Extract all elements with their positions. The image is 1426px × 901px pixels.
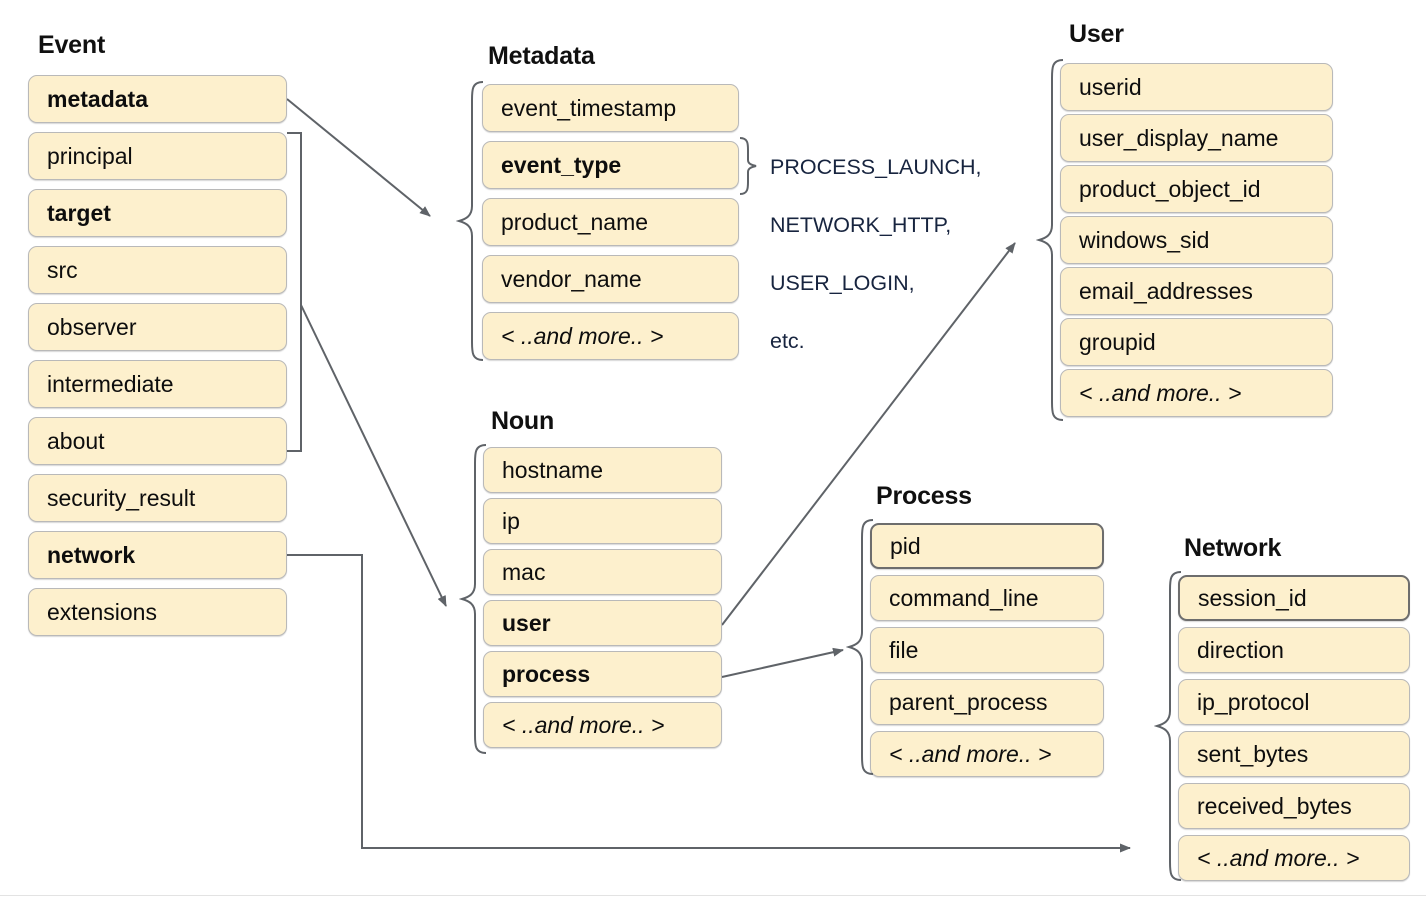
- field-event-principal[interactable]: principal: [28, 132, 287, 180]
- field-user-email-addresses[interactable]: email_addresses: [1060, 267, 1333, 315]
- field-event-network[interactable]: network: [28, 531, 287, 579]
- field-network-ip-protocol[interactable]: ip_protocol: [1178, 679, 1410, 725]
- field-noun-hostname[interactable]: hostname: [483, 447, 722, 493]
- field-noun-and-more[interactable]: < ..and more.. >: [483, 702, 722, 748]
- field-metadata-product-name[interactable]: product_name: [482, 198, 739, 246]
- field-process-pid[interactable]: pid: [870, 523, 1104, 569]
- field-event-extensions[interactable]: extensions: [28, 588, 287, 636]
- field-network-sent-bytes[interactable]: sent_bytes: [1178, 731, 1410, 777]
- group-title-event: Event: [38, 31, 106, 59]
- field-network-and-more[interactable]: < ..and more.. >: [1178, 835, 1410, 881]
- field-noun-mac[interactable]: mac: [483, 549, 722, 595]
- field-process-and-more[interactable]: < ..and more.. >: [870, 731, 1104, 777]
- connector-noun-process: [721, 647, 844, 678]
- annotation-event-type-values: PROCESS_LAUNCH, NETWORK_HTTP, USER_LOGIN…: [770, 153, 981, 356]
- group-title-user: User: [1069, 20, 1124, 48]
- field-noun-ip[interactable]: ip: [483, 498, 722, 544]
- field-network-session-id[interactable]: session_id: [1178, 575, 1410, 621]
- group-title-noun: Noun: [491, 407, 555, 435]
- field-user-product-object-id[interactable]: product_object_id: [1060, 165, 1333, 213]
- field-metadata-and-more[interactable]: < ..and more.. >: [482, 312, 739, 360]
- annotation-line-3: USER_LOGIN,: [770, 271, 915, 295]
- field-user-and-more[interactable]: < ..and more.. >: [1060, 369, 1333, 417]
- field-process-file[interactable]: file: [870, 627, 1104, 673]
- field-event-observer[interactable]: observer: [28, 303, 287, 351]
- group-title-process: Process: [876, 482, 972, 510]
- field-metadata-event-timestamp[interactable]: event_timestamp: [482, 84, 739, 132]
- field-noun-user[interactable]: user: [483, 600, 722, 646]
- group-title-network: Network: [1184, 534, 1282, 562]
- field-process-parent-process[interactable]: parent_process: [870, 679, 1104, 725]
- field-user-user-display-name[interactable]: user_display_name: [1060, 114, 1333, 162]
- connector-noun-user: [721, 242, 1016, 626]
- field-event-about[interactable]: about: [28, 417, 287, 465]
- field-metadata-event-type[interactable]: event_type: [482, 141, 739, 189]
- field-metadata-vendor-name[interactable]: vendor_name: [482, 255, 739, 303]
- field-network-direction[interactable]: direction: [1178, 627, 1410, 673]
- connector-event-noun: [300, 304, 447, 607]
- annotation-line-4: etc.: [770, 329, 805, 353]
- group-title-metadata: Metadata: [488, 42, 595, 70]
- field-network-received-bytes[interactable]: received_bytes: [1178, 783, 1410, 829]
- field-event-metadata[interactable]: metadata: [28, 75, 287, 123]
- field-user-userid[interactable]: userid: [1060, 63, 1333, 111]
- field-event-src[interactable]: src: [28, 246, 287, 294]
- field-event-target[interactable]: target: [28, 189, 287, 237]
- connector-event-network: [287, 554, 1131, 853]
- field-noun-process[interactable]: process: [483, 651, 722, 697]
- connector-event-nouns-bracket: [287, 132, 302, 452]
- field-user-groupid[interactable]: groupid: [1060, 318, 1333, 366]
- annotation-line-1: PROCESS_LAUNCH,: [770, 155, 982, 179]
- field-user-windows-sid[interactable]: windows_sid: [1060, 216, 1333, 264]
- field-event-security-result[interactable]: security_result: [28, 474, 287, 522]
- connector-event-metadata: [286, 98, 431, 217]
- field-process-command-line[interactable]: command_line: [870, 575, 1104, 621]
- field-event-intermediate[interactable]: intermediate: [28, 360, 287, 408]
- bottom-divider: [0, 895, 1426, 896]
- annotation-line-2: NETWORK_HTTP,: [770, 213, 952, 237]
